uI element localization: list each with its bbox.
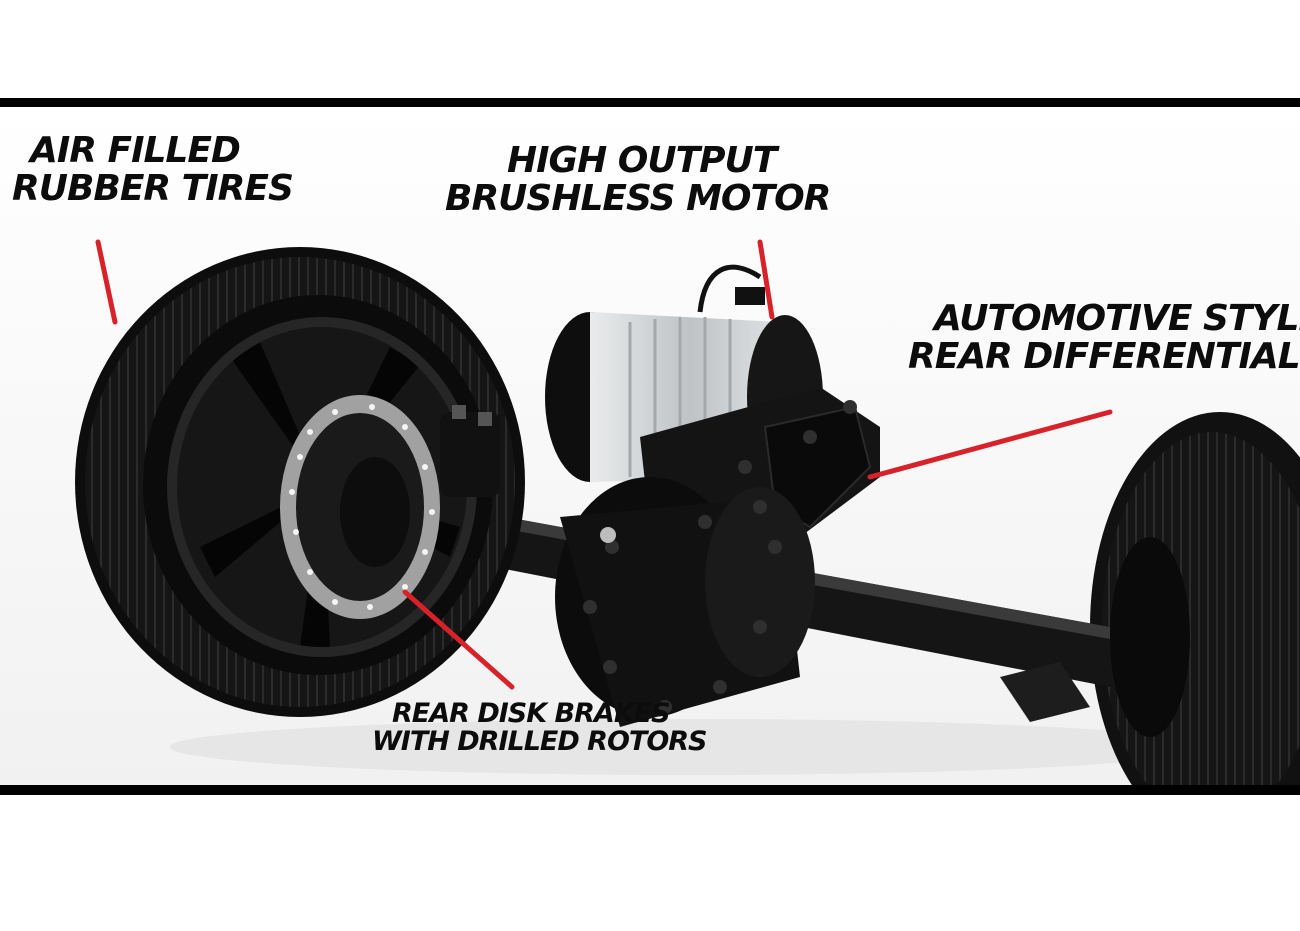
right-tire bbox=[1090, 412, 1300, 785]
disc-brake-rotor bbox=[280, 395, 440, 619]
label-air-filled-tires: AiR FiLLED RUBBER TiRES bbox=[12, 130, 294, 209]
pointer-lines bbox=[95, 239, 1113, 690]
rear-differential bbox=[555, 387, 880, 727]
label-brakes-line1: REAR DiSK BRAKES bbox=[392, 698, 671, 729]
bottom-border-band bbox=[0, 785, 1300, 795]
label-brakes-line2: WiTH DRiLLED ROTORS bbox=[372, 726, 708, 758]
label-motor-line2: BRUSHLESS MOTOR bbox=[445, 177, 831, 219]
label-differential-line2: REAR DiFFERENTiAL bbox=[908, 335, 1300, 377]
label-rear-differential: AUTOMOTIVE STYLE REAR DiFFERENTiAL bbox=[908, 300, 1300, 376]
label-brushless-motor: HiGH OUTPUT BRUSHLESS MOTOR bbox=[445, 140, 831, 219]
label-disk-brakes: REAR DiSK BRAKES WiTH DRiLLED ROTORS bbox=[372, 698, 708, 758]
brake-caliper bbox=[440, 405, 500, 497]
label-tires-line2: RUBBER TiRES bbox=[12, 167, 294, 209]
label-motor-line1: HiGH OUTPUT bbox=[507, 140, 777, 181]
top-border-band bbox=[0, 98, 1300, 107]
label-tires-line1: AiR FiLLED bbox=[30, 130, 241, 171]
axle-illustration bbox=[0, 107, 1300, 785]
label-differential-line1: AUTOMOTIVE STYLE bbox=[934, 298, 1300, 339]
